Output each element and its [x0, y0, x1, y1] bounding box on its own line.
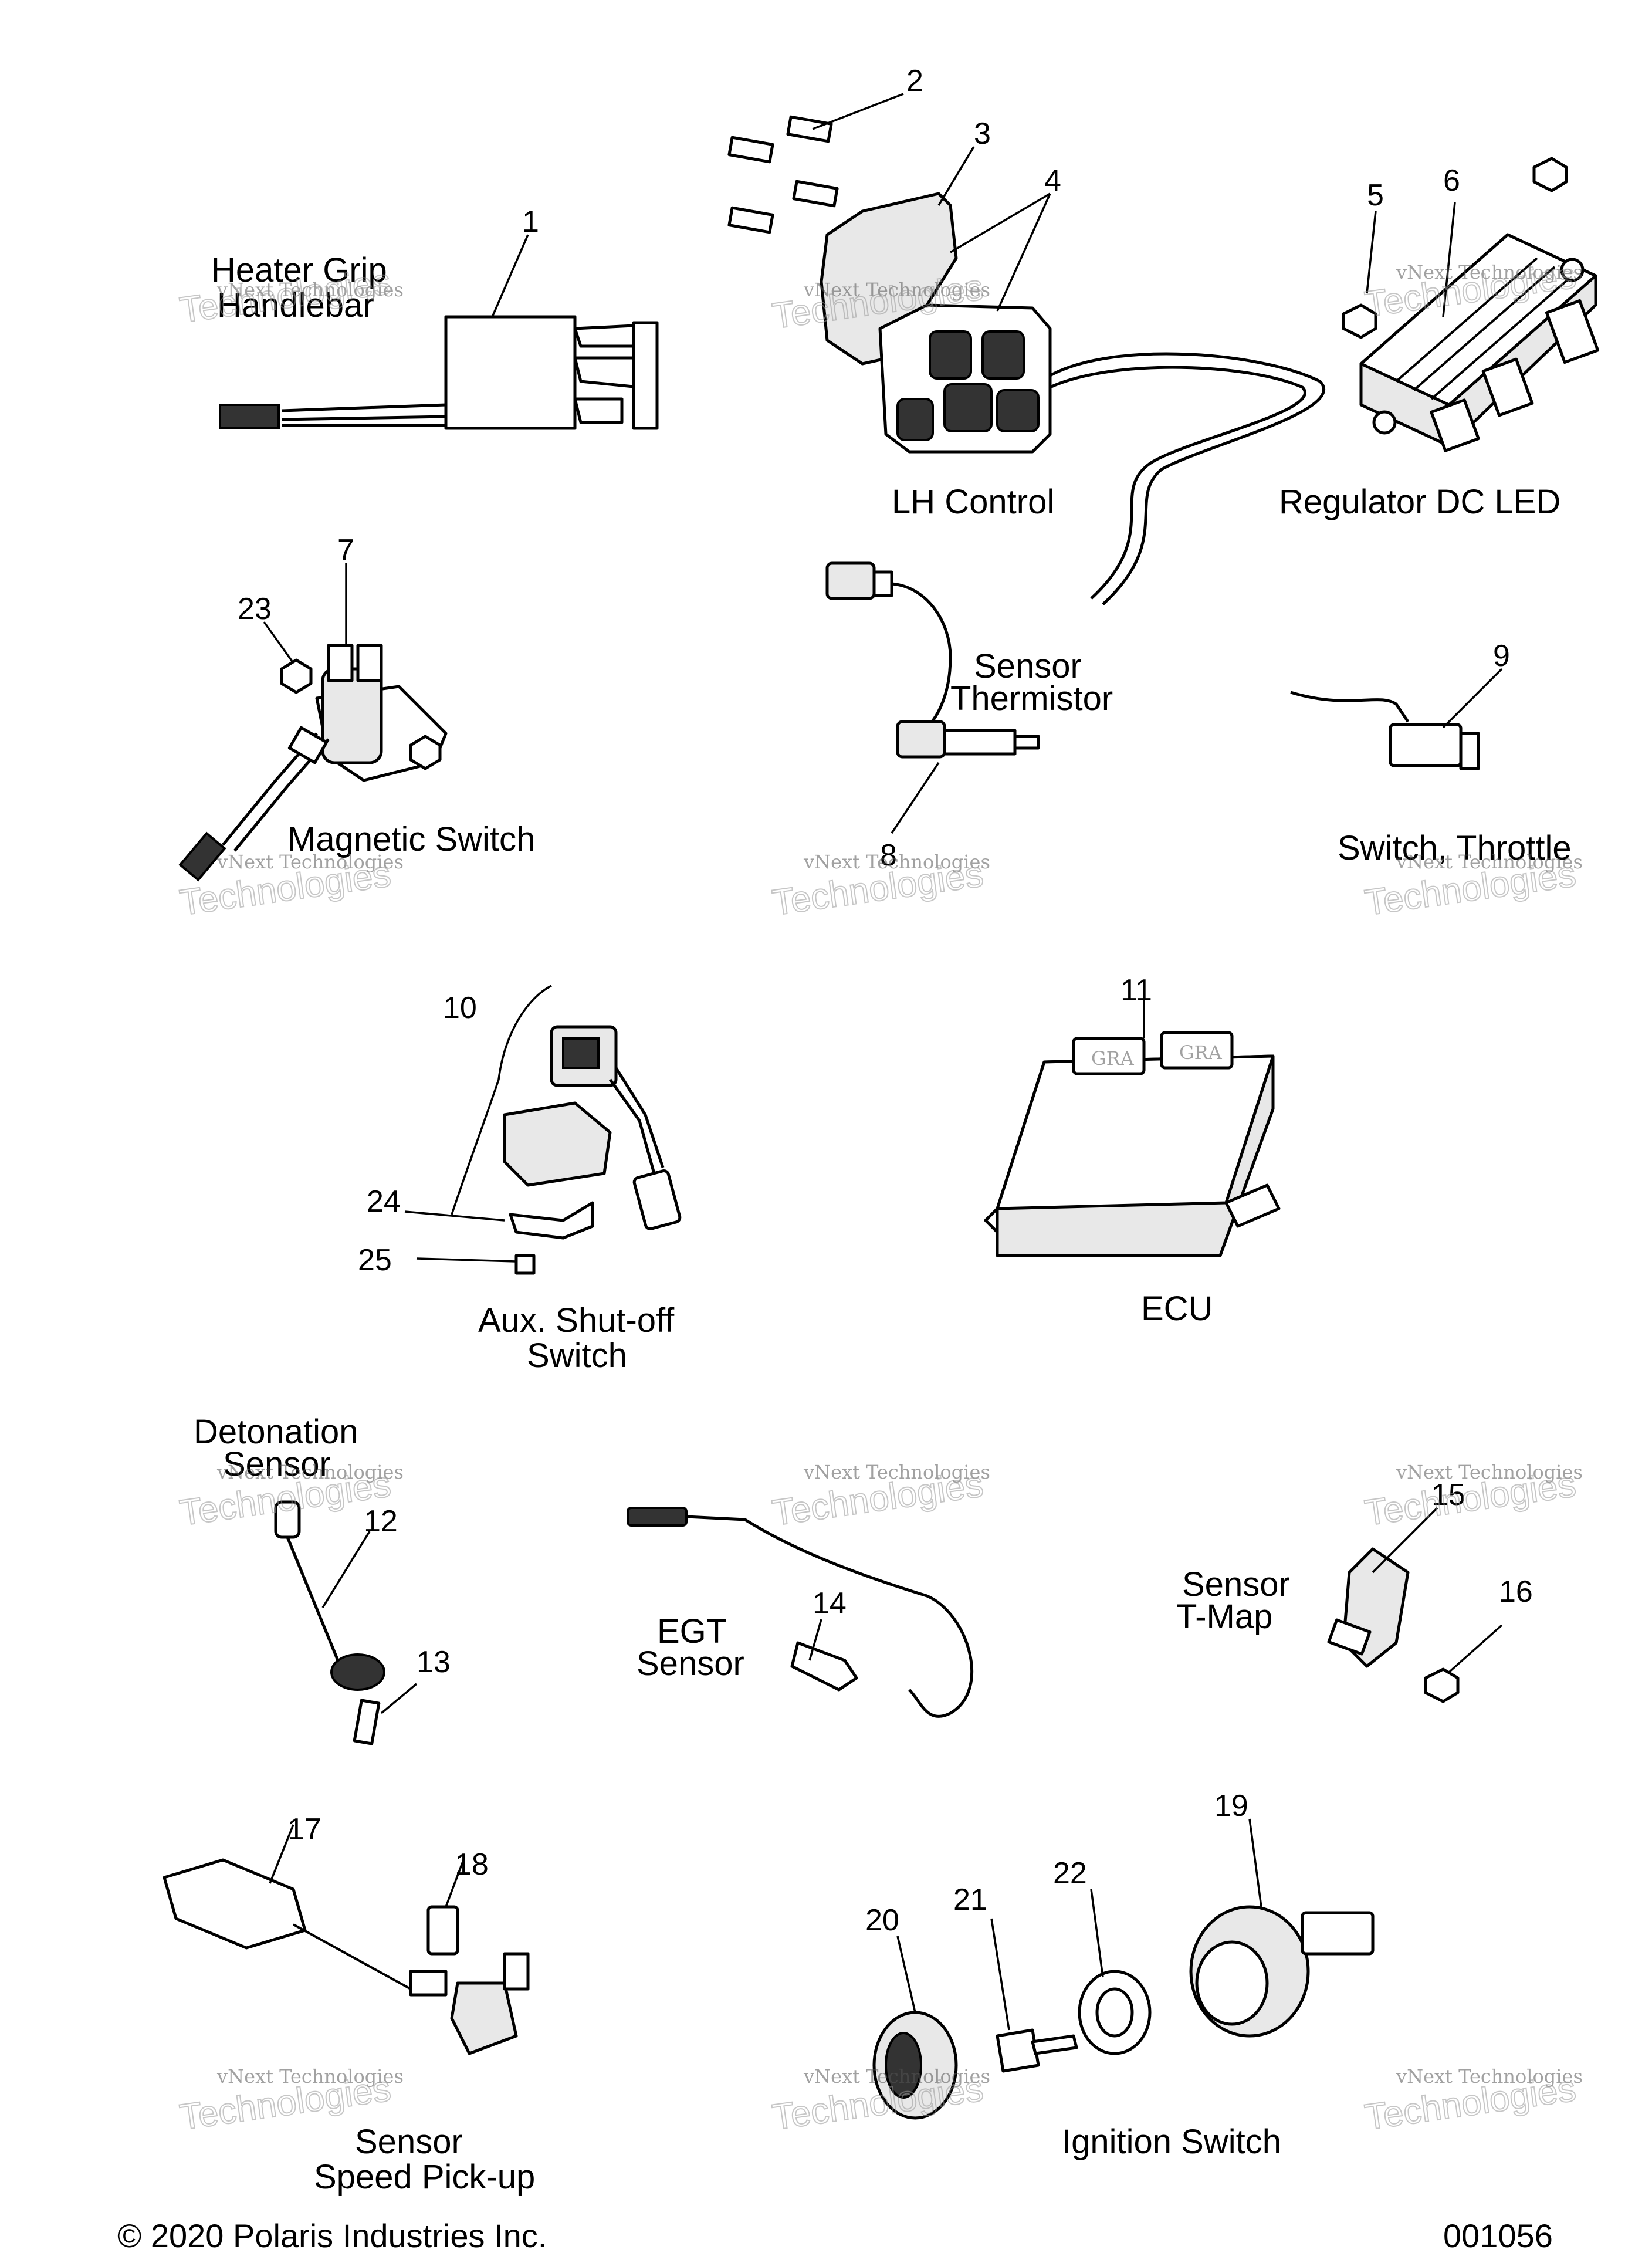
callout-7: 7: [337, 533, 354, 567]
magnetic-switch-part: [178, 563, 448, 882]
detonation-sensor-part: [274, 1500, 418, 1745]
label-speed-2: Speed Pick-up: [314, 2158, 535, 2196]
callout-14: 14: [813, 1586, 847, 1621]
label-switch-throttle: Switch, Throttle: [1338, 829, 1572, 867]
label-ignition: Ignition Switch: [1062, 2123, 1281, 2161]
sensor-thermistor-part: [825, 561, 1040, 834]
svg-text:vNext Technologies: vNext Technologies: [803, 2065, 990, 2088]
callout-10: 10: [443, 991, 477, 1025]
ignition-switch-part: [872, 1818, 1375, 2120]
switch-throttle-part: [1290, 668, 1503, 770]
callout-12: 12: [364, 1504, 398, 1538]
ecu-part: GRA GRA: [984, 997, 1281, 1257]
callout-1: 1: [522, 205, 539, 239]
callout-20: 20: [865, 1903, 899, 1937]
callout-15: 15: [1431, 1478, 1465, 1512]
label-egt-2: Sensor: [637, 1645, 744, 1683]
egt-sensor-part: [627, 1507, 973, 1718]
svg-text:vNext Technologies: vNext Technologies: [216, 1461, 404, 1483]
svg-text:vNext Technologies: vNext Technologies: [1396, 851, 1583, 873]
callout-21: 21: [953, 1883, 987, 1917]
regulator-part: [1342, 157, 1600, 452]
label-handlebar: Handlebar: [217, 286, 374, 324]
callout-18: 18: [455, 1848, 489, 1882]
label-ecu: ECU: [1141, 1290, 1213, 1328]
label-regulator: Regulator DC LED: [1279, 483, 1560, 521]
tmap-sensor-part: [1327, 1507, 1503, 1703]
label-detonation-2: Sensor: [223, 1445, 331, 1483]
lh-control-part: [727, 93, 1325, 605]
callout-3: 3: [974, 117, 991, 151]
label-aux-shutoff-2: Switch: [527, 1337, 627, 1375]
label-tmap-2: T-Map: [1176, 1598, 1272, 1636]
label-detonation: Detonation: [194, 1413, 358, 1451]
svg-text:vNext Technologies: vNext Technologies: [1396, 1461, 1583, 1483]
svg-text:vNext Technologies: vNext Technologies: [216, 2065, 404, 2088]
speed-pickup-part: [163, 1824, 530, 2055]
callout-24: 24: [367, 1185, 401, 1219]
callout-5: 5: [1367, 178, 1384, 212]
label-egt: EGT: [657, 1612, 727, 1650]
callout-9: 9: [1493, 639, 1510, 673]
callout-13: 13: [417, 1645, 451, 1679]
callout-4: 4: [1044, 164, 1061, 198]
callout-2: 2: [906, 64, 923, 98]
label-heater-grip: Heater Grip: [211, 251, 387, 289]
ecu-connector-label: GRA: [1091, 1047, 1135, 1070]
callout-19: 19: [1214, 1789, 1248, 1823]
label-sensor-thermistor-2: Thermistor: [950, 679, 1113, 718]
svg-text:vNext Technologies: vNext Technologies: [803, 279, 990, 301]
callout-6: 6: [1443, 164, 1460, 198]
callout-16: 16: [1499, 1575, 1533, 1609]
callout-17: 17: [287, 1812, 321, 1846]
svg-text:vNext Technologies: vNext Technologies: [1396, 261, 1583, 283]
svg-text:vNext Technologies: vNext Technologies: [803, 851, 990, 873]
callout-22: 22: [1053, 1856, 1087, 1890]
ecu-connector-label: GRA: [1179, 1041, 1223, 1064]
svg-text:vNext Technologies: vNext Technologies: [216, 279, 404, 301]
screw-icon: [727, 115, 839, 234]
bolt-icon: [1342, 157, 1568, 339]
copyright-text: © 2020 Polaris Industries Inc.: [117, 2217, 547, 2253]
label-lh-control: LH Control: [892, 483, 1054, 521]
label-sensor-thermistor: Sensor: [974, 647, 1082, 685]
svg-text:vNext Technologies: vNext Technologies: [1396, 2065, 1583, 2088]
callout-8: 8: [880, 838, 897, 872]
label-magnetic-switch: Magnetic Switch: [287, 820, 535, 858]
callout-23: 23: [238, 592, 272, 626]
label-tmap: Sensor: [1182, 1565, 1290, 1604]
aux-shutoff-part: [404, 985, 682, 1275]
label-speed: Sensor: [355, 2123, 463, 2161]
svg-text:vNext Technologies: vNext Technologies: [216, 851, 404, 873]
label-aux-shutoff: Aux. Shut-off: [478, 1301, 675, 1339]
callout-25: 25: [358, 1243, 392, 1277]
callout-11: 11: [1120, 973, 1152, 1007]
svg-text:vNext Technologies: vNext Technologies: [803, 1461, 990, 1483]
heater-grip-part: [219, 234, 659, 430]
diagram-code: 001056: [1443, 2217, 1553, 2253]
